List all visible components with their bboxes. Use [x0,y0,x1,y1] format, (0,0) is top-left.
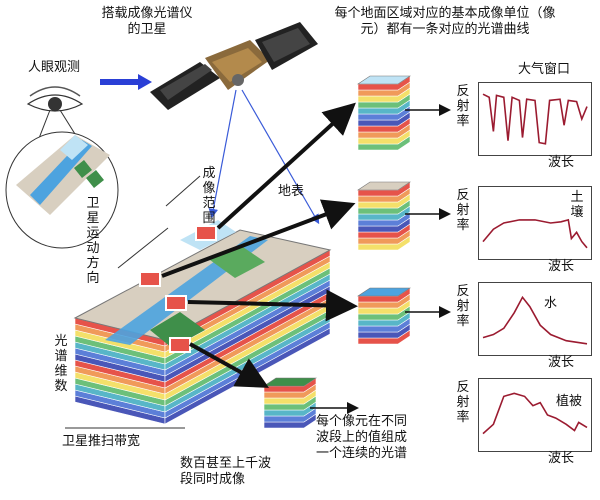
chart-title: 植被 [556,394,583,409]
arrow-to-stack-4 [189,342,269,388]
spectral-chart-water [478,282,592,356]
observe-arrow-head [138,74,152,90]
imaging-range-label: 成像范围 [202,166,216,226]
pixel-veg [169,337,191,353]
stack-top [357,75,411,85]
pixel-stacks [263,75,411,429]
satellite-icon [150,22,318,110]
sat-line-1 [208,89,237,219]
chart-xlabel: 波长 [548,259,575,274]
stack-top [357,181,411,191]
chart-xlabel: 波长 [548,451,575,466]
spectral-curve [482,218,588,249]
continuous-spectrum-label: 每个像元在不同 波段上的值组成 一个连续的光谱 [316,414,408,461]
chart-xlabel: 波长 [548,355,575,370]
spectral-dim-label: 光谱维数 [54,334,68,394]
satellite-title: 搭载成像光谱仪 的卫星 [101,6,193,37]
surface-label: 地表 [278,184,305,199]
chart-ylabel: 反射率 [456,380,470,425]
spectral-chart-veg [478,378,592,452]
chart-ylabel: 反射率 [456,188,470,233]
eye-icon [26,86,84,112]
arrow-to-stack-2 [161,199,356,278]
chart-ylabel: 反射率 [456,84,470,129]
chart-title: 大气窗口 [518,62,571,77]
range-guide [165,175,201,207]
chart-ylabel: 反射率 [456,284,470,329]
bands-label: 数百甚至上千波 段同时成像 [180,456,272,487]
sat-line-2 [241,89,320,225]
stack-top [357,287,411,297]
human-view-ellipse [5,131,119,249]
motion-guide [117,227,169,269]
arrow-to-stack-1 [216,102,356,230]
spectral-curve [482,93,588,145]
human-eye-label: 人眼观测 [28,60,81,75]
pixel-description: 每个地面区域对应的基本成像单位（像 元）都有一条对应的光谱曲线 [334,6,556,37]
stack-top [263,377,317,387]
chart-xlabel: 波长 [548,155,575,170]
chart-title: 水 [544,296,558,311]
pixel-soil [139,271,161,287]
arrow-to-stack-3 [187,289,358,322]
satellite-motion-label: 卫星运动方向 [86,196,100,286]
swath-label: 卫星推扫带宽 [62,434,141,449]
pixel-water [165,295,187,311]
spectral-curve [482,392,588,435]
spectral-chart-soil [478,186,592,260]
pixel-cloud [195,225,217,241]
spectral-chart-atmos [478,82,592,156]
spectral-curve [482,295,588,345]
chart-title: 土壤 [570,190,584,220]
